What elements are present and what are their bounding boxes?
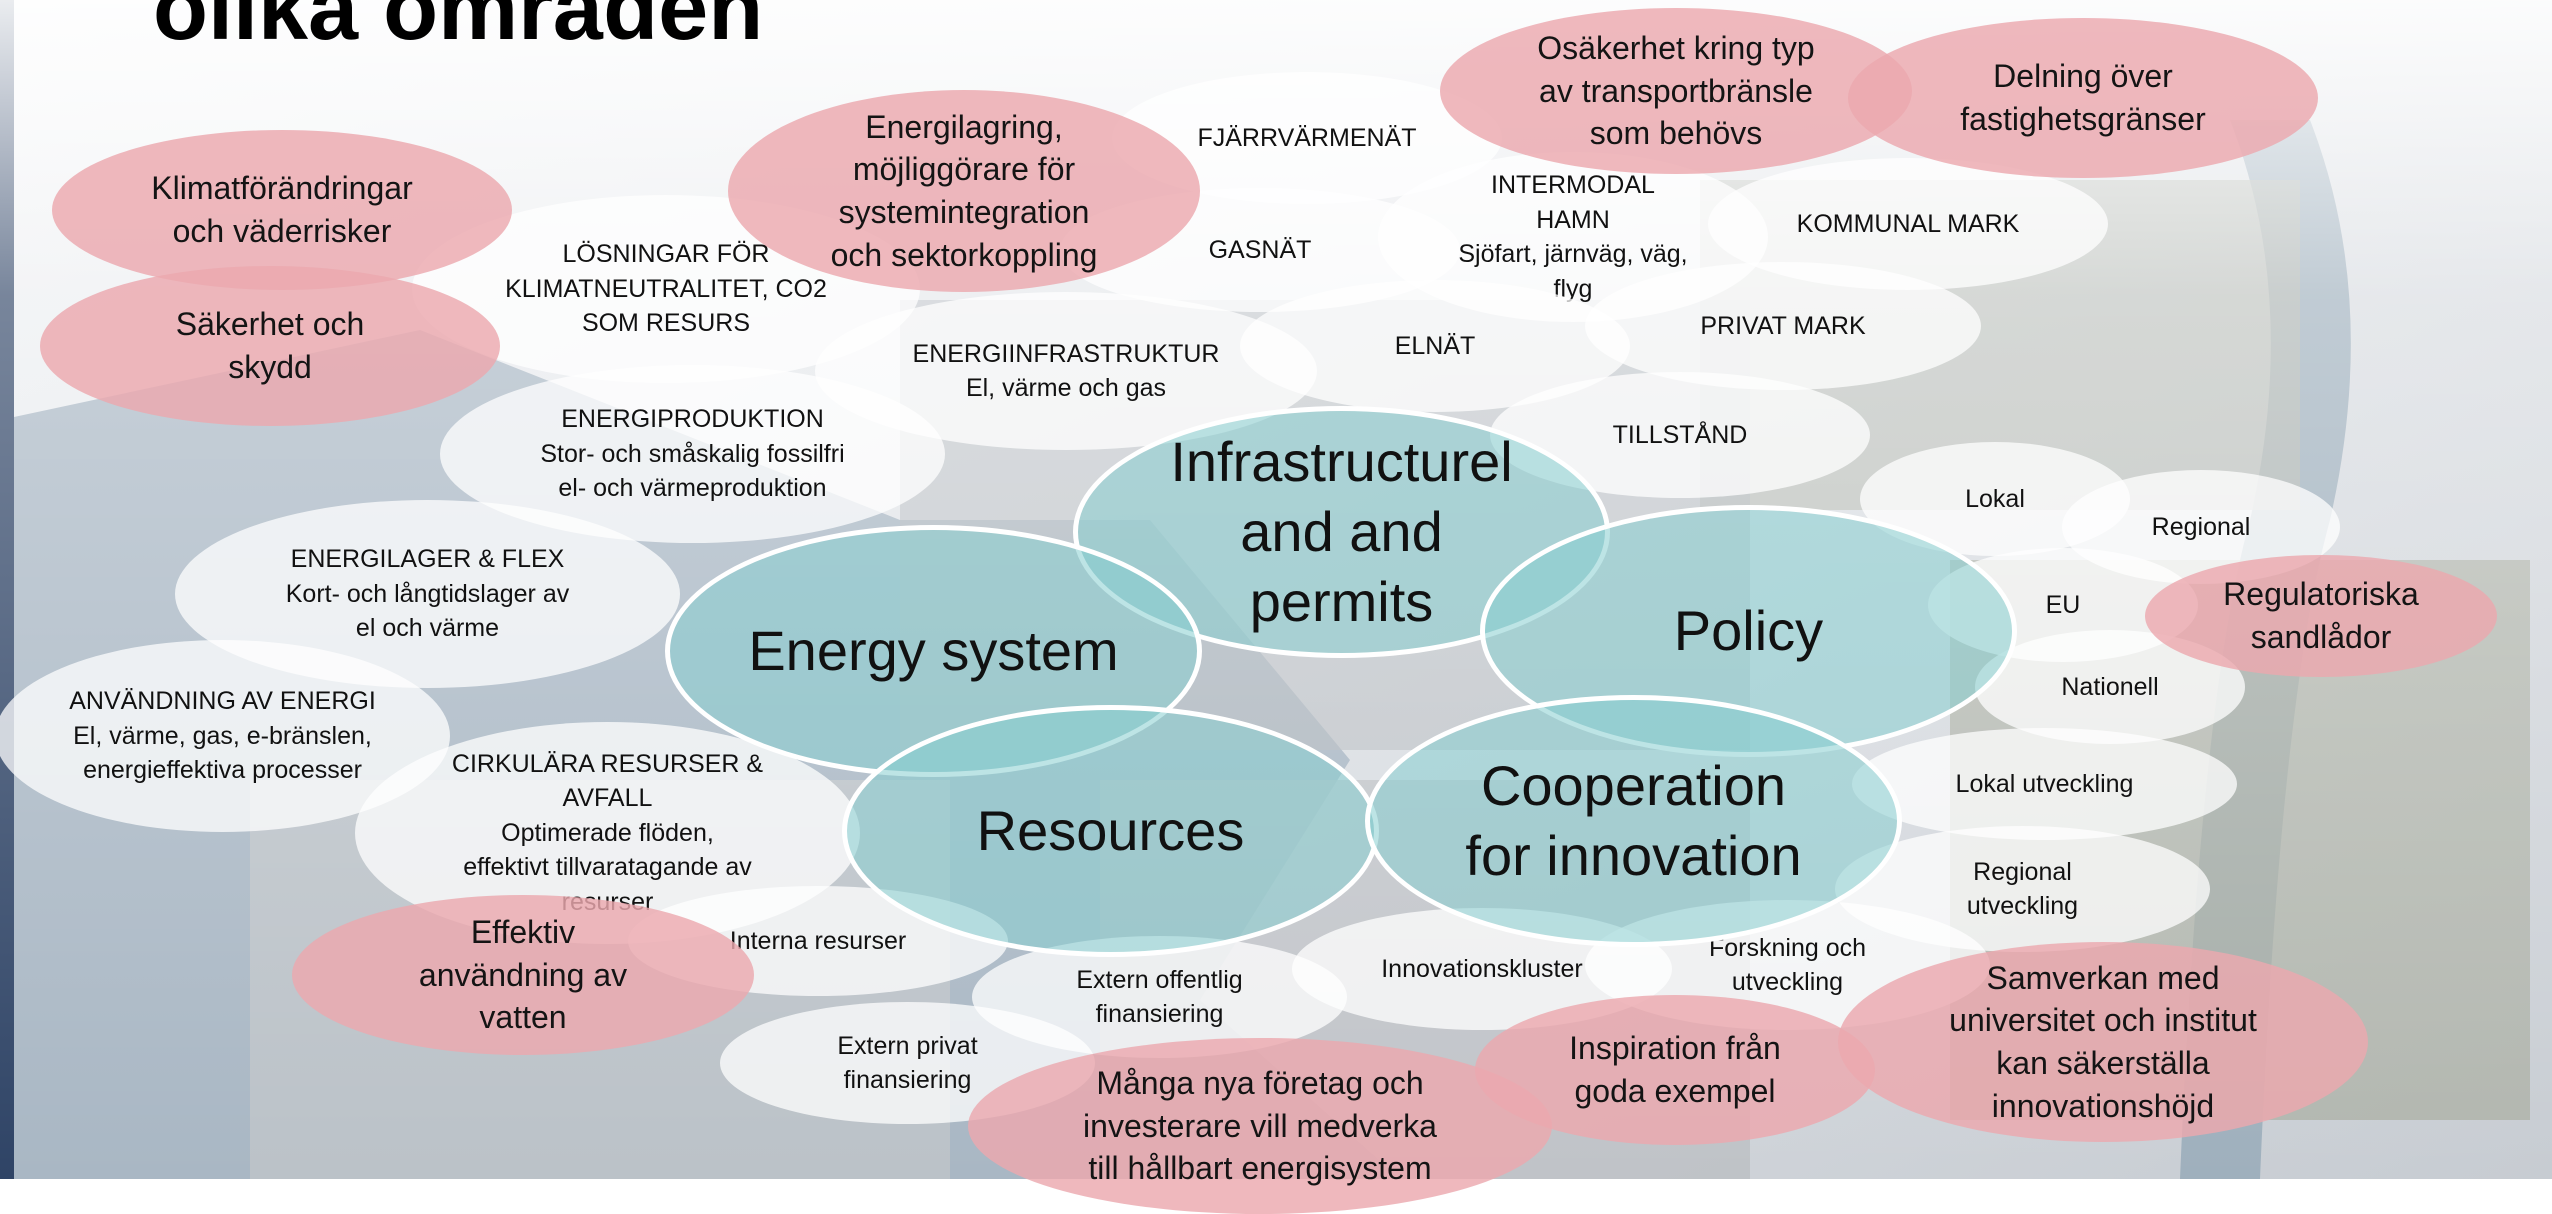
challenge-samverkan: Samverkan med universitet och institut k… <box>1838 942 2368 1142</box>
challenge-sakerhet: Säkerhet och skydd <box>40 266 500 426</box>
challenge-delning: Delning över fastighetsgränser <box>1848 18 2318 178</box>
node-anvandning-energi: ANVÄNDNING AV ENERGI El, värme, gas, e-b… <box>0 640 450 832</box>
core-resources: Resources <box>842 705 1379 957</box>
node-lokal-utveckling: Lokal utveckling <box>1852 728 2237 840</box>
core-cooperation-innovation: Cooperation for innovation <box>1365 695 1902 947</box>
challenge-osakerhet: Osäkerhet kring typ av transportbränsle … <box>1440 8 1912 174</box>
diagram: olika områden FJÄRRVÄRMENÄT GASNÄT INTER… <box>0 0 2497 1214</box>
challenge-manga-nya: Många nya företag och investerare vill m… <box>968 1038 1552 1214</box>
challenge-inspiration: Inspiration från goda exempel <box>1475 995 1875 1145</box>
challenge-regulatoriska: Regulatoriska sandlådor <box>2145 555 2497 677</box>
challenge-klimat: Klimatförändringar och väderrisker <box>52 130 512 290</box>
challenge-effektiv-vatten: Effektiv användning av vatten <box>292 895 754 1055</box>
node-privat-mark: PRIVAT MARK <box>1585 262 1981 390</box>
page-title: olika områden <box>153 0 764 59</box>
challenge-energilagring: Energilagring, möjliggörare för systemin… <box>728 90 1200 292</box>
